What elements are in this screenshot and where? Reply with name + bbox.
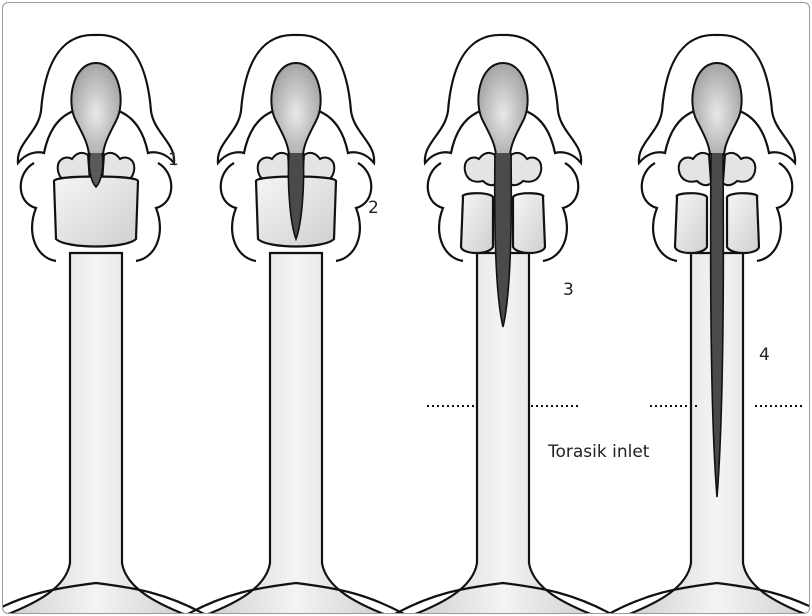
stage-4-label: 4 [759, 347, 770, 364]
stage-3-label: 3 [563, 282, 574, 299]
stage-2-label: 2 [368, 200, 379, 217]
stage-1-label: 1 [168, 152, 179, 169]
tracheoesophageal-septum-diagram [3, 3, 809, 613]
stage-1-illustration [3, 35, 206, 613]
thoracic-inlet-label: Torasik inlet [548, 444, 649, 461]
stage-4-illustration [607, 35, 809, 613]
stage-2-illustration [186, 35, 406, 613]
stage-3-illustration [393, 35, 613, 613]
